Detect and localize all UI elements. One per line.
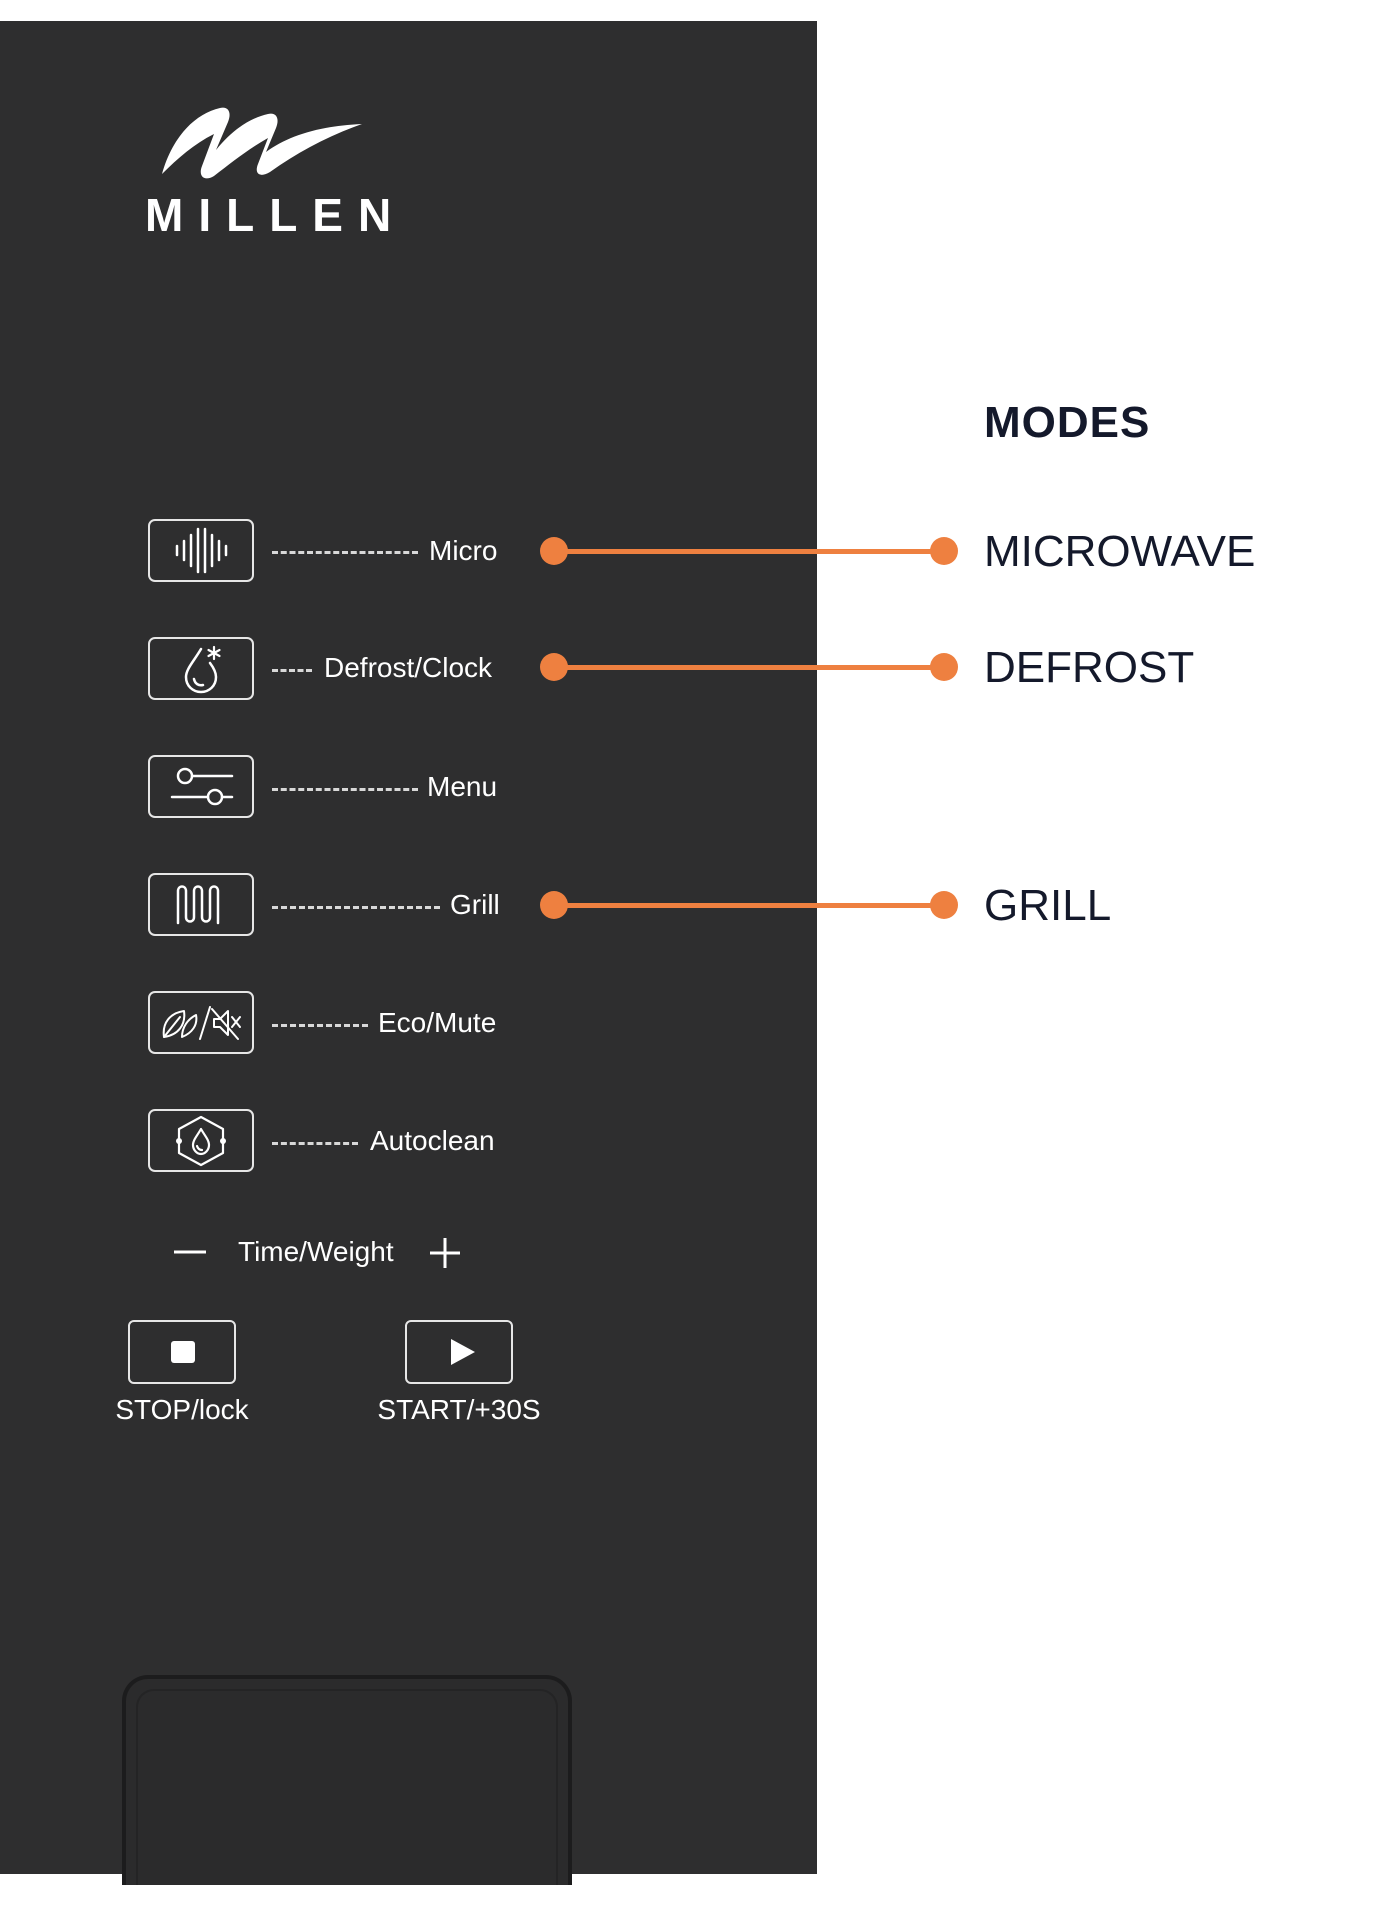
eco-mute-button[interactable] — [148, 991, 254, 1054]
eco-mute-icon — [162, 1006, 241, 1040]
microwave-end-dot — [930, 537, 958, 565]
grill-button[interactable] — [148, 873, 254, 936]
microwave-connector-line — [548, 549, 934, 554]
door-handle-recess — [122, 1675, 572, 1885]
microwave-start-dot — [540, 537, 568, 565]
mode-defrost: DEFROST — [984, 643, 1195, 692]
grill-connector-line — [548, 903, 934, 908]
grill-leader-line — [272, 906, 440, 909]
stop-square-icon — [171, 1341, 195, 1363]
defrost-clock-label: Defrost/Clock — [324, 652, 493, 683]
defrost-end-dot — [930, 653, 958, 681]
menu-sliders-icon — [170, 767, 234, 806]
autoclean-leader-line — [272, 1142, 358, 1145]
eco-mute-label: Eco/Mute — [378, 1007, 497, 1038]
start-label: START/+30S — [377, 1394, 541, 1425]
autoclean-icon — [176, 1115, 226, 1167]
control-panel — [0, 21, 817, 1874]
grill-coil-icon — [176, 885, 220, 925]
grill-end-dot — [930, 891, 958, 919]
play-triangle-icon — [451, 1339, 475, 1365]
mode-grill: GRILL — [984, 881, 1112, 930]
menu-button[interactable] — [148, 755, 254, 818]
autoclean-label: Autoclean — [370, 1125, 495, 1156]
micro-button[interactable] — [148, 519, 254, 582]
micro-label: Micro — [429, 535, 498, 566]
defrost-start-dot — [540, 653, 568, 681]
grill-start-dot — [540, 891, 568, 919]
autoclean-button[interactable] — [148, 1109, 254, 1172]
micro-leader-line — [272, 551, 418, 554]
defrost-clock-button[interactable] — [148, 637, 254, 700]
brand-name: MILLEN — [145, 189, 407, 241]
menu-label: Menu — [427, 771, 498, 802]
millen-wave-logo-icon — [162, 107, 362, 179]
start-button[interactable] — [405, 1320, 513, 1384]
defrost-drop-icon — [184, 645, 221, 694]
defrost-connector-line — [548, 665, 934, 670]
defrost-leader-line — [272, 669, 312, 672]
minus-icon[interactable] — [172, 1240, 208, 1264]
grill-label: Grill — [450, 889, 500, 920]
modes-title: MODES — [984, 398, 1151, 447]
eco-leader-line — [272, 1024, 368, 1027]
plus-icon[interactable] — [428, 1236, 462, 1270]
microwave-waves-icon — [175, 527, 228, 574]
time-weight-label: Time/Weight — [238, 1236, 394, 1267]
door-handle-inner — [136, 1689, 558, 1885]
menu-leader-line — [272, 788, 418, 791]
stop-lock-button[interactable] — [128, 1320, 236, 1384]
mode-microwave: MICROWAVE — [984, 527, 1256, 576]
stop-lock-label: STOP/lock — [115, 1394, 249, 1425]
